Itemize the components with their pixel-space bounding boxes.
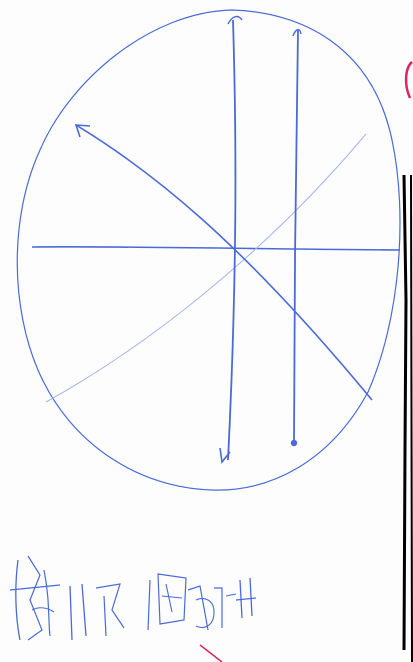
red-arc-mark — [406, 62, 412, 98]
page-edge-line — [404, 175, 406, 650]
horizontal-axis-line — [32, 247, 400, 250]
page-edge-line-inner — [411, 175, 412, 662]
diagonal-line-rising — [46, 134, 366, 402]
line-end-dot — [291, 440, 297, 446]
handwritten-scribble — [10, 556, 256, 640]
top-hook-mark — [228, 17, 242, 24]
right-vertical-line — [294, 30, 298, 442]
center-vertical-line — [228, 20, 235, 460]
red-stroke-mark — [200, 645, 222, 662]
diagonal-line-falling — [76, 125, 372, 400]
right-vertical-top-hook — [293, 30, 301, 36]
